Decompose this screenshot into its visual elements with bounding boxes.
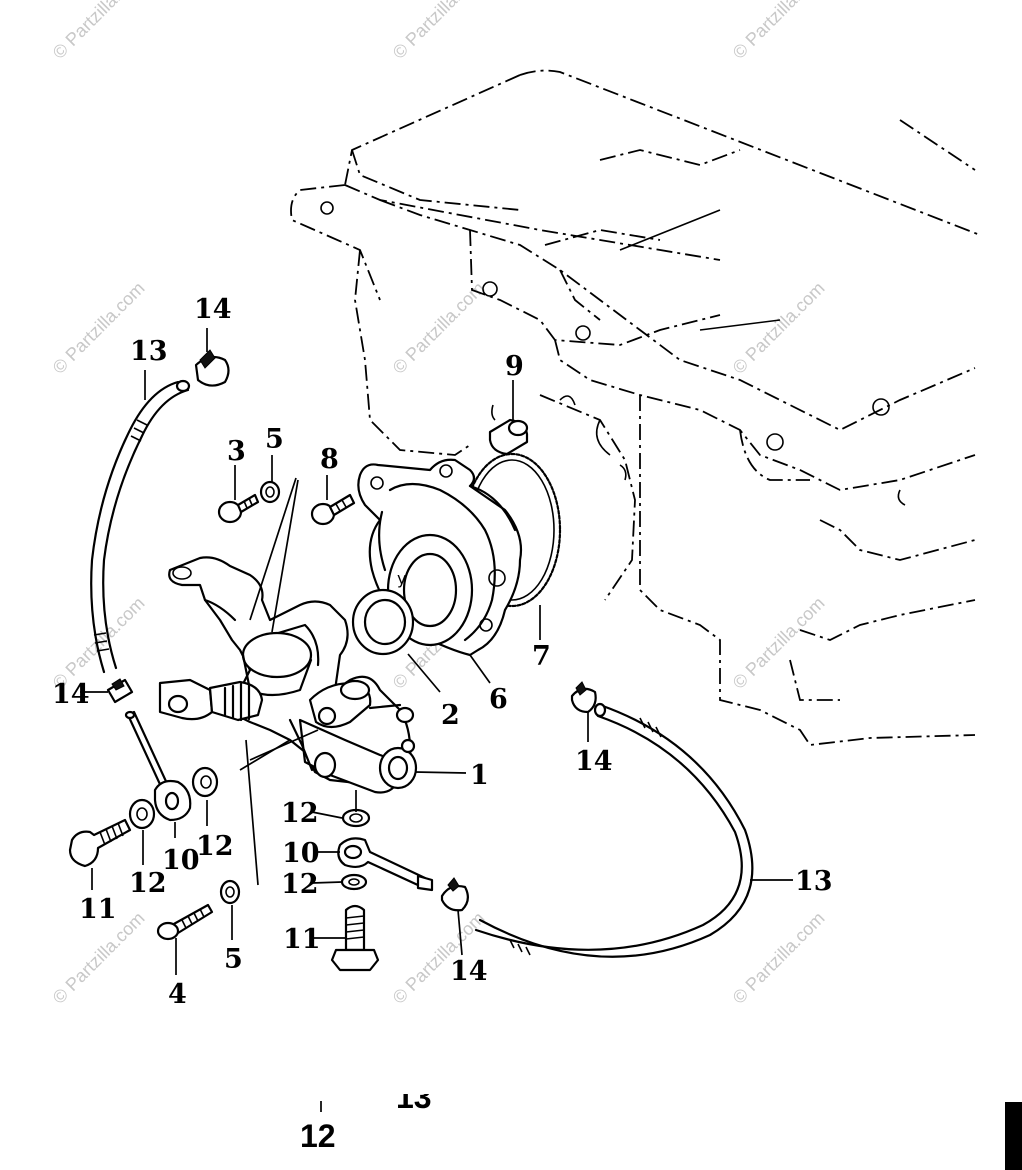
callout-label-12: 12 bbox=[196, 831, 234, 862]
page-edge-bar bbox=[1005, 1102, 1022, 1170]
footer-fragment: 12 bbox=[300, 1101, 1022, 1170]
callout-label-9: 9 bbox=[505, 351, 524, 382]
watermark: © Partzilla.com bbox=[729, 278, 829, 378]
callout-label-14: 14 bbox=[575, 746, 613, 777]
callout-label-12: 12 bbox=[281, 798, 319, 829]
oil-hoses-part-13 bbox=[90, 379, 754, 958]
callout-label-1: 1 bbox=[470, 760, 489, 791]
footer-label: 12 bbox=[300, 1118, 336, 1154]
watermark: © Partzilla.com bbox=[389, 278, 489, 378]
leader-lines bbox=[80, 328, 793, 975]
collar-part-9 bbox=[488, 404, 529, 456]
callout-label-6: 6 bbox=[489, 684, 508, 715]
marking-y: y bbox=[397, 569, 406, 588]
callout-numbers: 14 13 9 3 5 8 7 6 2 1 14 14 12 10 12 11 … bbox=[52, 294, 833, 1010]
callout-label-12: 12 bbox=[281, 869, 319, 900]
left-fitting-assembly bbox=[68, 710, 241, 941]
watermark: © Partzilla.com bbox=[729, 0, 829, 63]
engine-crankcase-outline bbox=[290, 69, 981, 746]
callout-label-10: 10 bbox=[162, 845, 200, 876]
callout-label-11: 11 bbox=[283, 924, 321, 955]
o-ring-part-2 bbox=[351, 588, 415, 656]
callout-label-8: 8 bbox=[320, 444, 339, 475]
footer-partial-label: 13 bbox=[396, 1079, 432, 1115]
callout-label-3: 3 bbox=[227, 436, 246, 467]
callout-label-11: 11 bbox=[79, 894, 117, 925]
watermark: © Partzilla.com bbox=[729, 593, 829, 693]
callout-label-14: 14 bbox=[194, 294, 232, 325]
watermark: © Partzilla.com bbox=[729, 908, 829, 1008]
callout-label-7: 7 bbox=[532, 641, 551, 672]
callout-label-12: 12 bbox=[129, 868, 167, 899]
callout-label-4: 4 bbox=[168, 979, 187, 1010]
callout-label-2: 2 bbox=[441, 700, 460, 731]
screws-3-5-8 bbox=[217, 480, 356, 526]
right-fitting-assembly bbox=[330, 808, 434, 972]
callout-label-14: 14 bbox=[52, 679, 90, 710]
callout-label-13: 13 bbox=[130, 336, 168, 367]
callout-label-10: 10 bbox=[282, 838, 320, 869]
callout-label-5: 5 bbox=[224, 944, 243, 975]
watermark: © Partzilla.com bbox=[389, 0, 489, 63]
callout-label-14: 14 bbox=[450, 956, 488, 987]
hose-clamps-part-14 bbox=[106, 349, 597, 912]
callout-label-5: 5 bbox=[265, 424, 284, 455]
oil-pump-body-part-1 bbox=[158, 556, 418, 794]
callout-label-13: 13 bbox=[795, 866, 833, 897]
watermark: © Partzilla.com bbox=[49, 0, 149, 63]
